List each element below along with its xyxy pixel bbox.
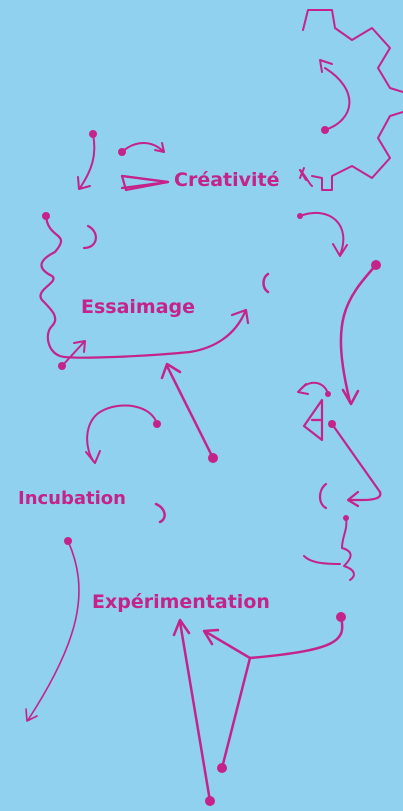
curly-arrow-icon [118,142,165,156]
curly-arrow-icon [77,130,97,190]
curly-arrow-icon [58,340,86,370]
curly-arrow-icon [319,59,351,134]
curly-arrow-icon [160,362,218,463]
curly-arrow-icon [202,612,346,773]
curly-arrow-icon [25,537,80,722]
curly-arrow-icon [297,211,348,257]
face-profile-icon [303,420,382,581]
label-incubation: Incubation [18,488,126,509]
gear-icon [302,9,403,191]
curly-arrow-icon [172,618,215,806]
curly-arrow-icon [299,167,313,187]
eye-icon [120,174,170,192]
curly-arrow-icon [339,260,381,406]
label-experimentation: Expérimentation [92,591,270,613]
label-essaimage: Essaimage [81,296,196,318]
eye-icon [302,398,324,442]
label-creativite: Créativité [174,169,280,191]
curly-arrow-icon [85,404,161,464]
face-profile-icon [39,212,250,359]
curly-arrow-icon [297,381,331,397]
